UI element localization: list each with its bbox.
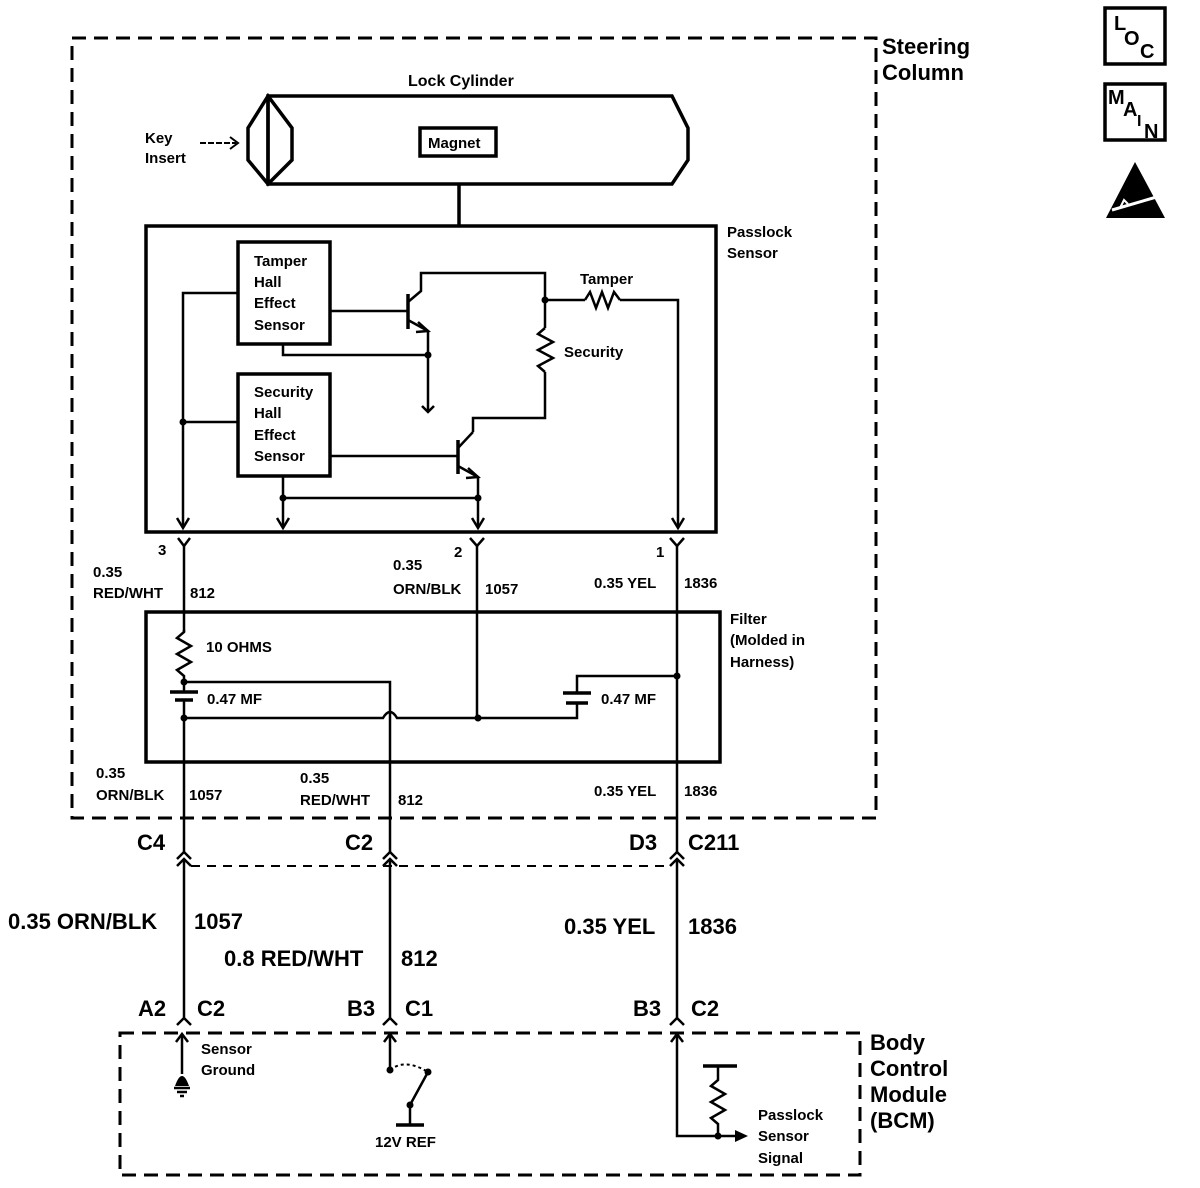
passlock-sensor-box (144, 224, 718, 534)
security-hall-sensor: Security Hall Effect Sensor (236, 372, 332, 478)
filter-cap2-label: 0.47 MF (601, 691, 656, 708)
steering-column-boundary (70, 36, 878, 820)
svg-text:Insert: Insert (145, 150, 186, 167)
c211-pin-c4: C4 (137, 830, 166, 855)
filter-resistor-label: 10 OHMS (206, 639, 272, 656)
key-insert-arrow-icon (200, 136, 240, 150)
svg-text:0.35 YEL: 0.35 YEL (594, 575, 656, 592)
svg-text:C1: C1 (405, 996, 433, 1021)
svg-text:N: N (1144, 121, 1158, 143)
svg-text:1836: 1836 (684, 783, 717, 800)
svg-text:Sensor: Sensor (727, 245, 778, 262)
svg-text:0.35 YEL: 0.35 YEL (594, 783, 656, 800)
svg-text:B3: B3 (633, 996, 661, 1021)
svg-text:C2: C2 (691, 996, 719, 1021)
wire-red-wht-spec: 0.8 RED/WHT (224, 946, 364, 971)
svg-text:M: M (1108, 87, 1125, 109)
svg-text:(Molded in: (Molded in (730, 632, 805, 649)
svg-text:Effect: Effect (254, 427, 296, 444)
svg-text:A2: A2 (138, 996, 166, 1021)
esd-warning-icon[interactable] (1106, 162, 1165, 218)
svg-text:O: O (1124, 28, 1140, 50)
harness-wires (182, 859, 679, 1018)
svg-text:Control: Control (870, 1056, 948, 1081)
wire-orn-blk-spec: 0.35 ORN/BLK (8, 909, 157, 934)
c211-label: C211 (688, 830, 739, 855)
svg-text:RED/WHT: RED/WHT (93, 585, 163, 602)
svg-text:1836: 1836 (684, 575, 717, 592)
sensor-internal-wiring (175, 271, 686, 531)
security-resistor-label: Security (564, 344, 624, 361)
svg-text:Sensor: Sensor (254, 317, 305, 334)
passlock-sensor-label: Passlock (727, 224, 793, 241)
lock-cylinder (246, 92, 690, 187)
svg-text:Ground: Ground (201, 1062, 255, 1079)
svg-text:Hall: Hall (254, 274, 282, 291)
connector-c211 (176, 818, 685, 867)
steering-column-label: Steering (882, 34, 970, 59)
svg-text:Harness): Harness) (730, 654, 794, 671)
passlock-signal-label: Passlock (758, 1107, 824, 1124)
ref-label: 12V REF (375, 1134, 436, 1151)
svg-text:0.35: 0.35 (393, 557, 422, 574)
svg-text:B3: B3 (347, 996, 375, 1021)
filter-label: Filter (730, 611, 767, 628)
svg-text:0.35: 0.35 (93, 564, 122, 581)
svg-text:Column: Column (882, 60, 964, 85)
svg-text:C: C (1140, 41, 1154, 63)
svg-text:Hall: Hall (254, 405, 282, 422)
loc-icon[interactable]: L O C (1103, 6, 1167, 66)
svg-text:RED/WHT: RED/WHT (300, 792, 370, 809)
svg-text:ORN/BLK: ORN/BLK (96, 787, 164, 804)
wire-yel-spec: 0.35 YEL (564, 914, 655, 939)
svg-text:Sensor: Sensor (758, 1128, 809, 1145)
svg-text:ORN/BLK: ORN/BLK (393, 581, 461, 598)
svg-text:Security: Security (254, 384, 314, 401)
svg-text:812: 812 (398, 792, 423, 809)
svg-text:0.35: 0.35 (96, 765, 125, 782)
svg-text:812: 812 (190, 585, 215, 602)
wire-yel-circuit: 1836 (688, 914, 737, 939)
bcm-connector-pins (176, 1016, 685, 1026)
svg-text:C2: C2 (197, 996, 225, 1021)
svg-text:1057: 1057 (485, 581, 518, 598)
tamper-hall-sensor: Tamper Hall Effect Sensor (236, 240, 332, 346)
lock-cylinder-title: Lock Cylinder (408, 73, 514, 90)
svg-text:1057: 1057 (189, 787, 222, 804)
svg-text:L: L (1114, 13, 1126, 35)
svg-text:I: I (1137, 113, 1141, 130)
svg-text:(BCM): (BCM) (870, 1108, 935, 1133)
svg-text:A: A (1123, 99, 1137, 121)
signal-pullup-icon (670, 1031, 748, 1142)
main-icon[interactable]: M A I N (1103, 82, 1167, 143)
svg-text:Magnet: Magnet (428, 135, 481, 152)
svg-text:Module: Module (870, 1082, 947, 1107)
svg-text:Tamper: Tamper (254, 253, 307, 270)
svg-text:Signal: Signal (758, 1150, 803, 1167)
magnet: Magnet (418, 126, 498, 158)
filter-box (144, 610, 722, 764)
key-insert-label: Key (145, 130, 173, 147)
ref-switch-icon (383, 1031, 432, 1127)
sensor-ground-label: Sensor (201, 1041, 252, 1058)
c211-pin-d3: D3 (629, 830, 657, 855)
sensor-ground-icon (174, 1031, 190, 1098)
bcm-label: Body (870, 1030, 926, 1055)
wire-red-wht-circuit: 812 (401, 946, 438, 971)
filter-cap1-label: 0.47 MF (207, 691, 262, 708)
c211-pin-c2: C2 (345, 830, 373, 855)
filter-internal-wiring (170, 630, 681, 818)
svg-text:0.35: 0.35 (300, 770, 329, 787)
pin-3-label: 3 (158, 542, 166, 559)
svg-text:Effect: Effect (254, 295, 296, 312)
tamper-resistor-label: Tamper (580, 271, 633, 288)
wire-orn-blk-circuit: 1057 (194, 909, 243, 934)
pin-1-label: 1 (656, 544, 664, 561)
svg-text:Sensor: Sensor (254, 448, 305, 465)
pin-2-label: 2 (454, 544, 462, 561)
